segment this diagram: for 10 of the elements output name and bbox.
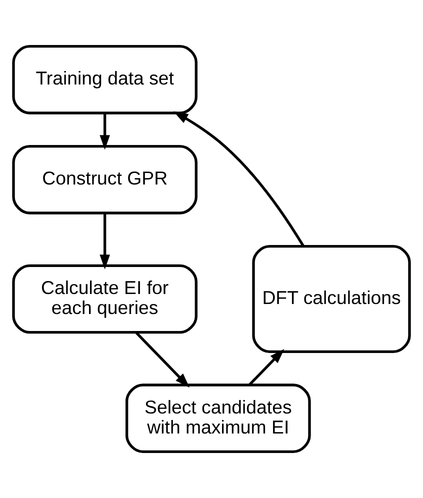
arrow bbox=[100, 113, 110, 150]
node-box: Construct GPR bbox=[12, 145, 198, 214]
arrow bbox=[135, 332, 190, 388]
node-box: Calculate EI for each queries bbox=[12, 264, 198, 334]
node-box: Select candidates with maximum EI bbox=[126, 384, 311, 453]
arrow bbox=[173, 111, 305, 247]
node-box: DFT calculations bbox=[252, 245, 411, 353]
arrow bbox=[248, 348, 284, 386]
arrow bbox=[100, 214, 110, 270]
node-box: Training data set bbox=[12, 45, 198, 114]
